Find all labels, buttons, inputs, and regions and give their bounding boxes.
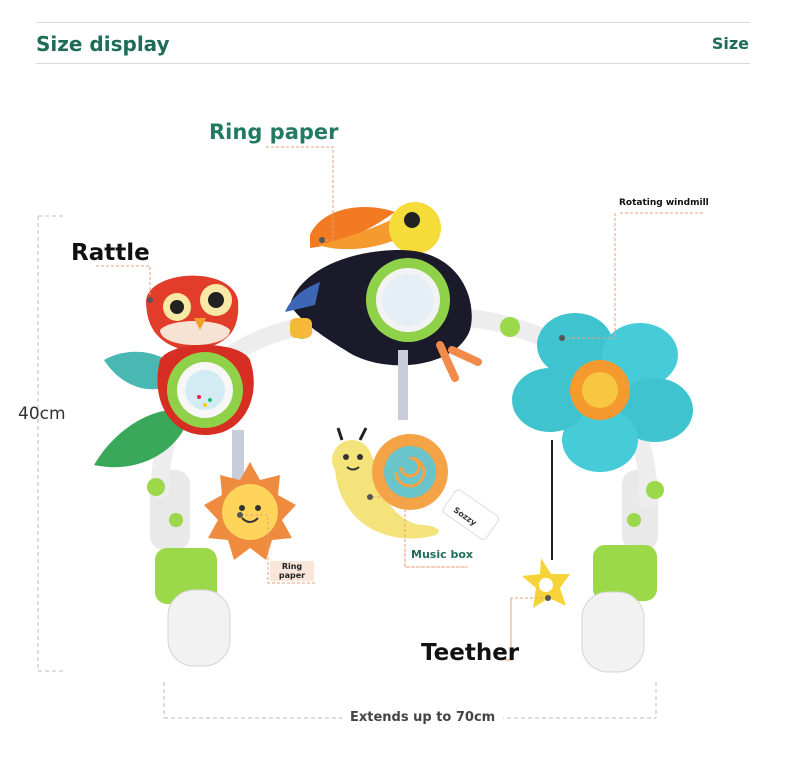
- snail-music-box: [332, 427, 500, 540]
- label-teether: Teether: [421, 640, 520, 666]
- sun-ring-paper: [204, 462, 296, 560]
- height-dimension-label: 40cm: [18, 404, 66, 424]
- label-rotating-windmill: Rotating windmill: [619, 198, 709, 208]
- owl-rattle: [146, 275, 254, 435]
- header-top-divider: [36, 22, 750, 23]
- label-music-box: Music box: [411, 548, 473, 561]
- leader-dots: [147, 237, 565, 601]
- leaf-left-bottom: [94, 410, 190, 468]
- height-dimension-line: [37, 215, 66, 672]
- label-ring-paper-top: Ring paper: [209, 120, 339, 144]
- rotating-windmill-flower: [512, 313, 693, 472]
- size-heading: Size: [711, 34, 749, 53]
- label-rattle: Rattle: [71, 240, 150, 266]
- width-dimension-label: Extends up to 70cm: [342, 710, 504, 725]
- label-ring-paper-small: Ring paper: [270, 561, 314, 581]
- page-title: Size display: [36, 32, 170, 56]
- leader-lines: [96, 146, 704, 661]
- teether-star: [522, 558, 570, 608]
- header-bottom-divider: [36, 63, 750, 64]
- toucan-mirror: [285, 202, 482, 382]
